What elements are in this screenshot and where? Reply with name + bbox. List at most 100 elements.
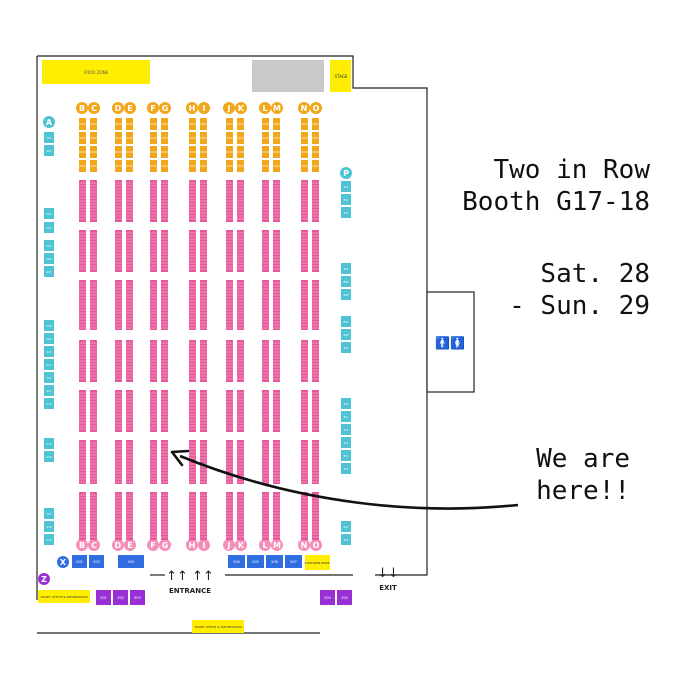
pink-booth-block (237, 280, 244, 330)
aisle-badge-label: M (273, 104, 281, 113)
pink-booth-block (90, 440, 97, 484)
bottom-purple-booth-label: Z02 (117, 596, 124, 600)
left-wall-booth-label: A17 (47, 512, 52, 516)
left-wall-booth-label: A13 (47, 389, 52, 393)
right-wall-booth (341, 463, 351, 474)
bottom-purple-booth-label: Z03 (134, 596, 141, 600)
left-wall-booth-label: A12 (47, 376, 52, 380)
bottom-purple-booth-label: Z01 (100, 596, 107, 600)
aisle-badge-label: B (79, 104, 85, 113)
bottom-blue-booth-label: X03 (128, 560, 135, 564)
bottom-purple-booth (130, 590, 145, 605)
section-badge-a (43, 116, 55, 128)
stage-label-box (330, 60, 351, 92)
right-wall-booth-label: P16 (344, 525, 349, 529)
section-badge-x-label: X (60, 558, 67, 567)
aisle-badge-label: I (203, 541, 206, 550)
aisle-badge-o-bottom (310, 539, 322, 551)
left-wall-booth (44, 372, 54, 383)
aisle-badge-e-top (124, 102, 136, 114)
left-wall-booth-label: A18 (47, 525, 52, 529)
booth-title: Two in Row Booth G17-18 (462, 155, 650, 217)
right-wall-booth (341, 329, 351, 340)
aisle-badge-label: D (115, 541, 122, 550)
food-zone (42, 60, 150, 84)
pink-booth-blocks (79, 180, 319, 540)
left-wall-booth-label: A04 (47, 226, 52, 230)
aisle-badge-n-top (298, 102, 310, 114)
aisle-badge-f-bottom (147, 539, 159, 551)
left-wall-booth (44, 266, 54, 277)
left-wall-booth (44, 508, 54, 519)
children-zone (305, 555, 330, 570)
bottom-purple-booth (96, 590, 111, 605)
left-wall-booth-label: A02 (47, 149, 52, 153)
right-wall-booth (341, 181, 351, 192)
left-wall-booth (44, 398, 54, 409)
aisle-badge-label: O (313, 541, 320, 550)
aisle-badge-label: F (150, 541, 155, 550)
aisle-badge-label: B (79, 541, 85, 550)
ticket-office-left (38, 590, 90, 603)
pink-booth-block (126, 440, 133, 484)
aisle-badge-label: M (273, 541, 281, 550)
left-wall-booth-label: A14 (47, 402, 52, 406)
aisle-badge-c-bottom (88, 539, 100, 551)
aisle-badge-label: I (203, 104, 206, 113)
aisle-badge-j-bottom (223, 539, 235, 551)
ticket-office-left-label: TICKET OFFICE & INFORMATION (39, 595, 87, 599)
pink-booth-block (126, 280, 133, 330)
aisle-badge-k-top (235, 102, 247, 114)
pink-booth-block (115, 440, 122, 484)
left-wall-booth (44, 240, 54, 251)
aisle-badge-m-bottom (271, 539, 283, 551)
pink-booth-block (200, 440, 207, 484)
right-wall-booths: P01P02P03P04P05P06P07P08P09P10P11P12P13P… (341, 181, 351, 545)
aisle-badge-label: E (127, 104, 132, 113)
left-wall-booth (44, 385, 54, 396)
aisle-badge-label: C (91, 541, 97, 550)
aisle-badge-label: G (162, 541, 169, 550)
left-wall-booth-label: A07 (47, 270, 52, 274)
aisle-badge-label: O (313, 104, 320, 113)
restroom-icon: 🚹🚺 (435, 336, 465, 350)
left-wall-booth (44, 253, 54, 264)
right-wall-booth (341, 289, 351, 300)
left-wall-booth (44, 521, 54, 532)
stage-label: STAGE (335, 74, 348, 79)
aisle-badge-label: H (189, 541, 196, 550)
pink-booth-block (90, 280, 97, 330)
bottom-purple-booth (320, 590, 335, 605)
aisle-badge-g-top (159, 102, 171, 114)
bottom-blue-booth-label: X04 (233, 560, 241, 564)
bottom-blue-booth (228, 555, 245, 568)
section-badge-x (57, 556, 69, 568)
stage-area (252, 60, 324, 92)
we-are-here-label: We are here!! (536, 444, 630, 506)
aisle-badge-n-bottom (298, 539, 310, 551)
pink-booth-block (189, 280, 196, 330)
bottom-purple-booth-label: Z04 (324, 596, 332, 600)
aisle-badge-h-top (186, 102, 198, 114)
pink-booth-block (161, 440, 168, 484)
right-wall-booth (341, 411, 351, 422)
section-badge-z-label: Z (41, 575, 47, 584)
right-wall-booth (341, 437, 351, 448)
aisle-badge-b-bottom (76, 539, 88, 551)
right-wall-booth-label: P12 (344, 428, 349, 432)
exit-arrows: ↓↓ (377, 566, 399, 581)
right-wall-booth (341, 521, 351, 532)
pink-booth-block (301, 440, 308, 484)
exit-label: EXIT (379, 584, 397, 592)
pointer-arrowhead (170, 449, 190, 467)
section-badge-z (38, 573, 50, 585)
aisle-badge-c-top (88, 102, 100, 114)
right-wall-booth-label: P09 (344, 346, 349, 350)
bottom-blue-booth (285, 555, 302, 568)
pink-booth-block (115, 280, 122, 330)
left-wall-booth-label: A01 (47, 136, 52, 140)
aisle-badge-b-top (76, 102, 88, 114)
aisle-badge-label: H (189, 104, 196, 113)
